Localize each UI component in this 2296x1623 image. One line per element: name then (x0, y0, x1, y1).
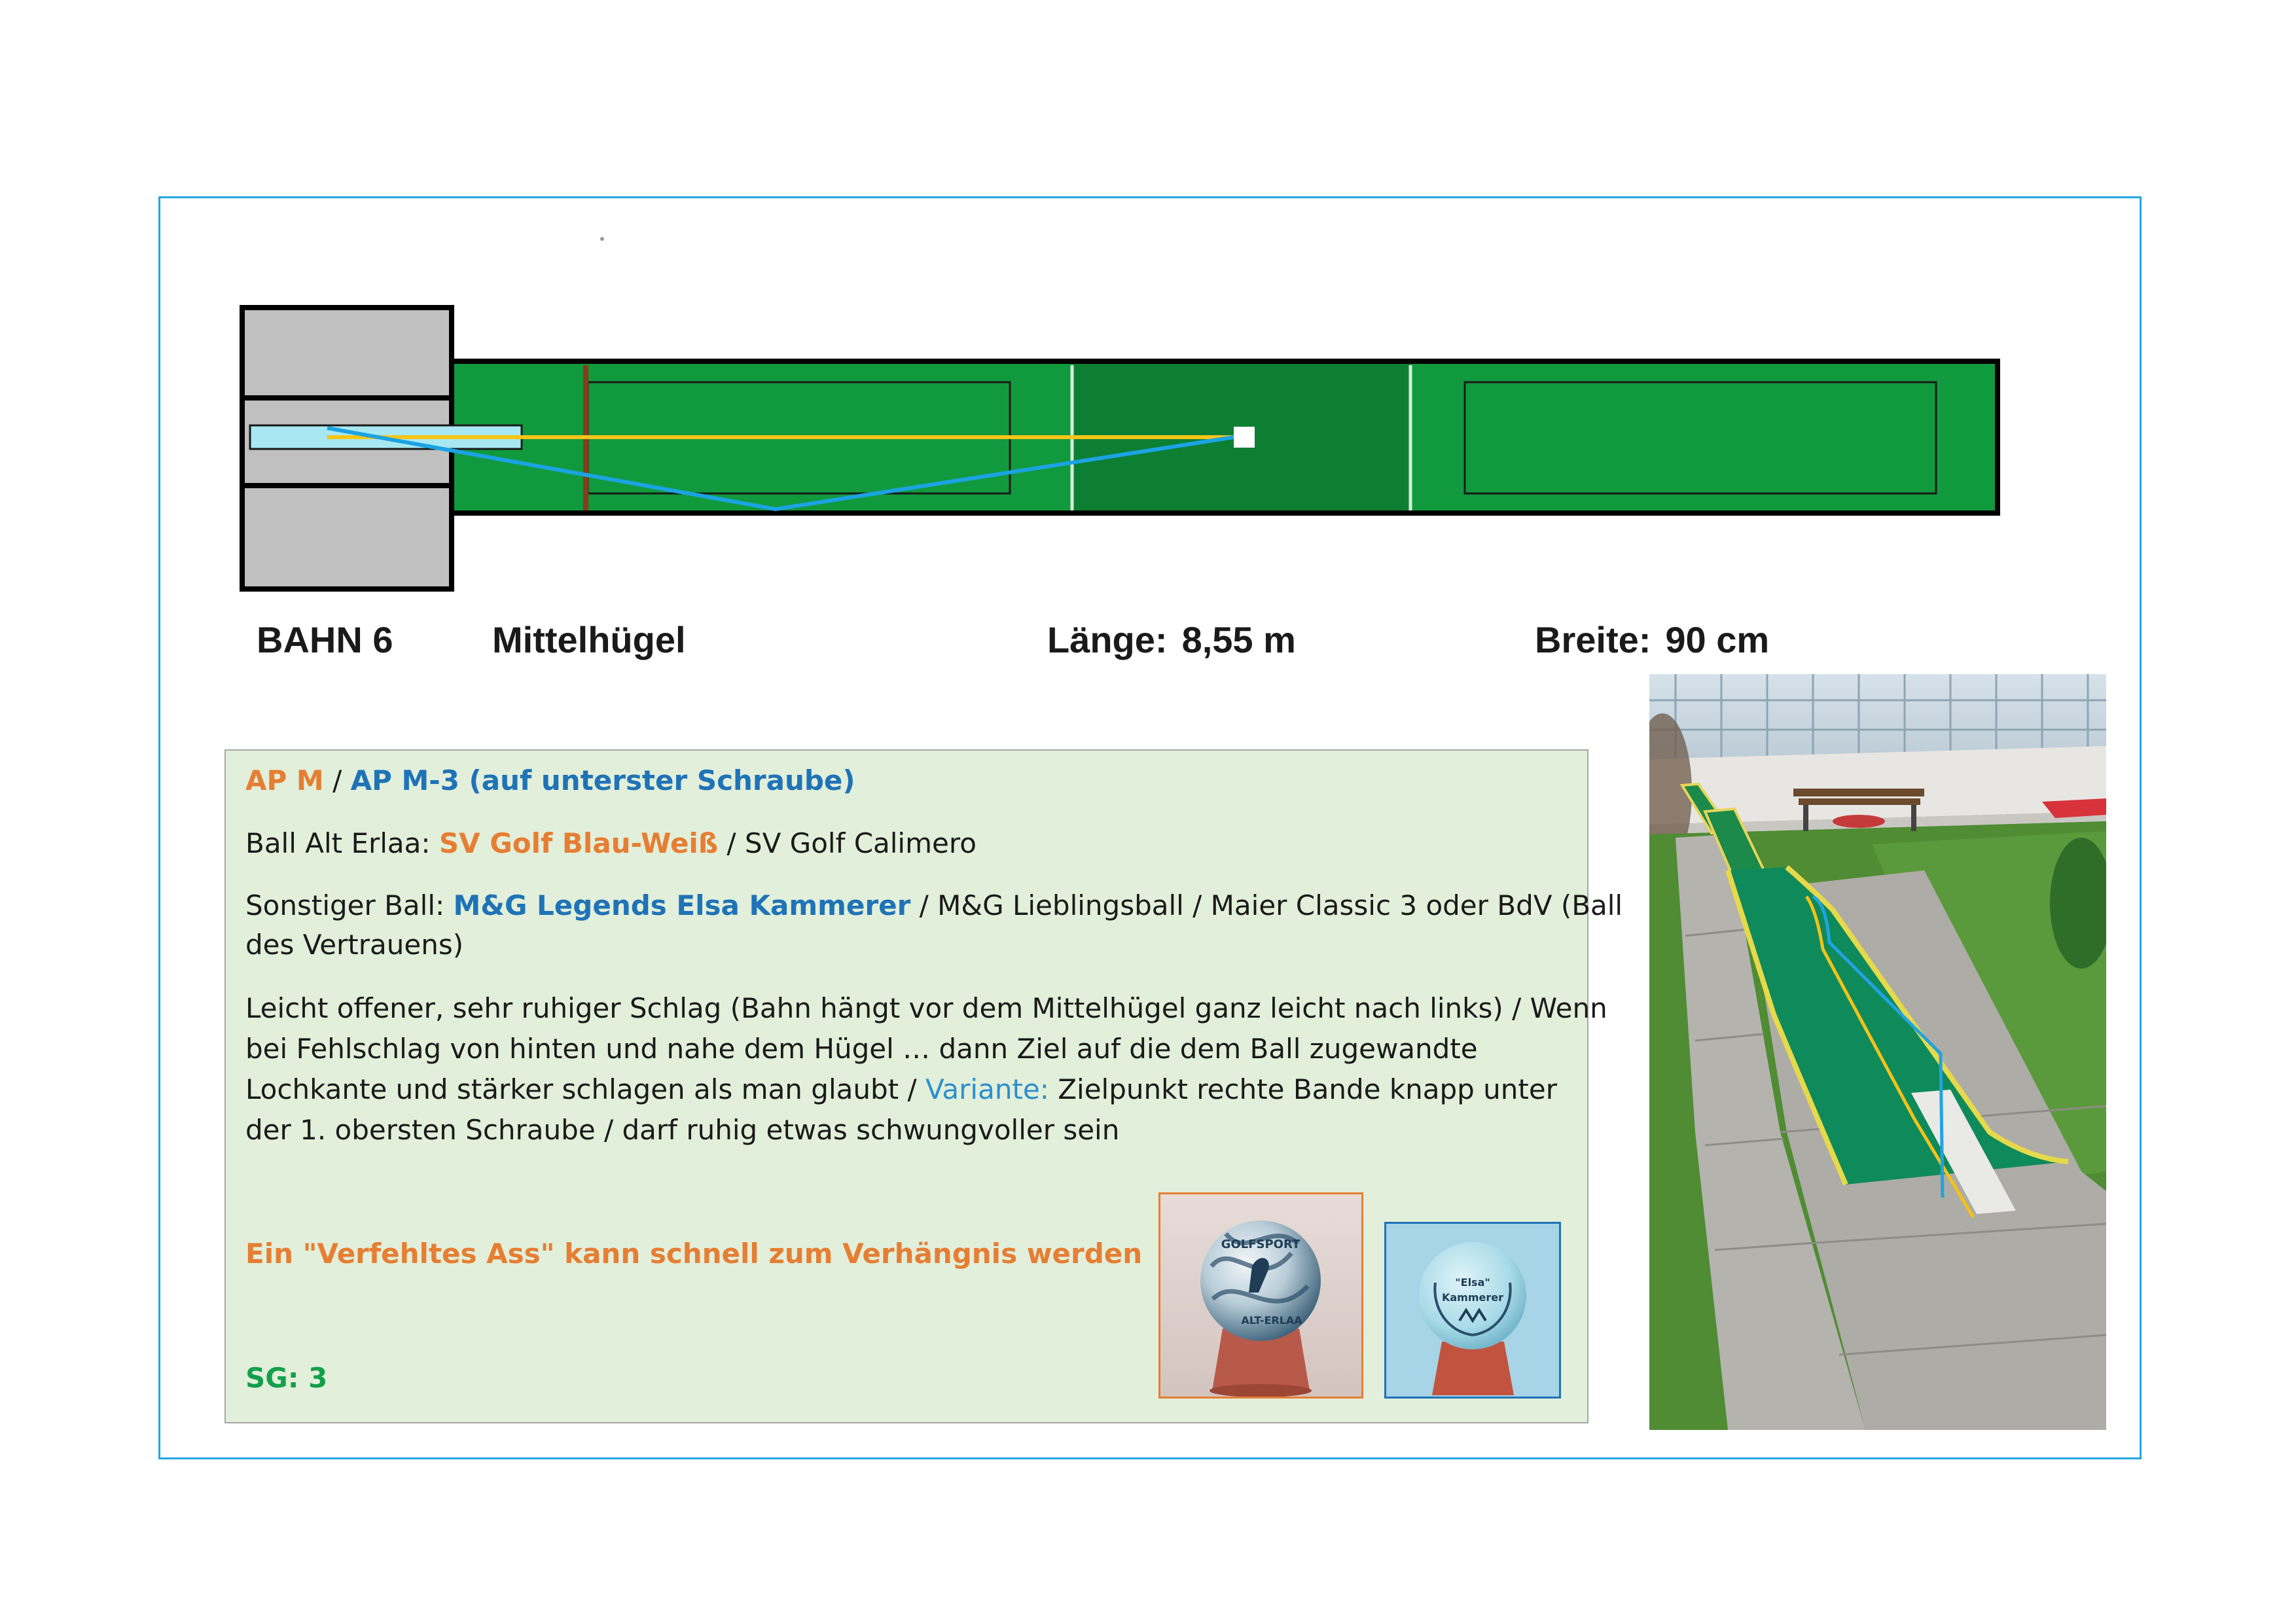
width-field: Breite: 90 cm (1535, 618, 1769, 661)
ball-photo-blau-weiss: GOLFSPORT ALT-ERLAA (1158, 1192, 1363, 1399)
page-frame (158, 196, 2142, 1459)
svg-text:GOLFSPORT: GOLFSPORT (1221, 1238, 1300, 1251)
course-name: Mittelhügel (492, 619, 686, 660)
width-value: 90 cm (1665, 619, 1770, 660)
desc-line-3: Lochkante und stärker schlagen als man g… (245, 1073, 1557, 1105)
desc-line-4: der 1. obersten Schraube / darf ruhig et… (245, 1114, 1120, 1146)
ball-photo-elsa-kammerer: "Elsa" Kammerer (1384, 1222, 1561, 1399)
ball-blau-weiss: SV Golf Blau-Weiß (439, 827, 719, 859)
variant-label: Variante: (925, 1073, 1049, 1105)
photo-yellow-line (1804, 895, 1975, 1219)
aim-point-line: AP M / AP M-3 (auf unterster Schraube) (245, 764, 855, 796)
blue-aim-line (327, 426, 1234, 512)
warning-text: Ein "Verfehltes Ass" kann schnell zum Ve… (245, 1238, 1143, 1270)
length-value: 8,55 m (1181, 619, 1296, 660)
course-photo (1649, 674, 2106, 1430)
length-label: Länge: (1047, 619, 1168, 660)
length-field: Länge: 8,55 m (1047, 618, 1296, 661)
ball-alt-erlaa-line: Ball Alt Erlaa: SV Golf Blau-Weiß / SV G… (245, 827, 977, 859)
bahn-label: BAHN 6 (257, 619, 393, 660)
desc-line-2: bei Fehlschlag von hinten und nahe dem H… (245, 1033, 1478, 1065)
svg-text:"Elsa": "Elsa" (1455, 1276, 1490, 1289)
other-ball-line-cont: des Vertrauens) (245, 929, 464, 961)
width-label: Breite: (1535, 619, 1651, 660)
ball-calimero: SV Golf Calimero (744, 827, 977, 859)
svg-text:Kammerer: Kammerer (1442, 1291, 1503, 1304)
svg-text:ALT-ERLAA: ALT-ERLAA (1241, 1314, 1302, 1327)
aim-point-variant: AP M-3 (auf unterster Schraube) (350, 764, 855, 796)
other-ball-line: Sonstiger Ball: M&G Legends Elsa Kammere… (245, 889, 1623, 921)
photo-blue-line (1812, 895, 1945, 1198)
course-diagram (240, 237, 2000, 592)
sg-rating: SG: 3 (245, 1362, 328, 1394)
desc-line-1: Leicht offener, sehr ruhiger Schlag (Bah… (245, 992, 1607, 1024)
ball-elsa-kammerer: M&G Legends Elsa Kammerer (453, 889, 911, 921)
aim-point-main: AP M (245, 764, 324, 796)
hole (1234, 427, 1255, 448)
